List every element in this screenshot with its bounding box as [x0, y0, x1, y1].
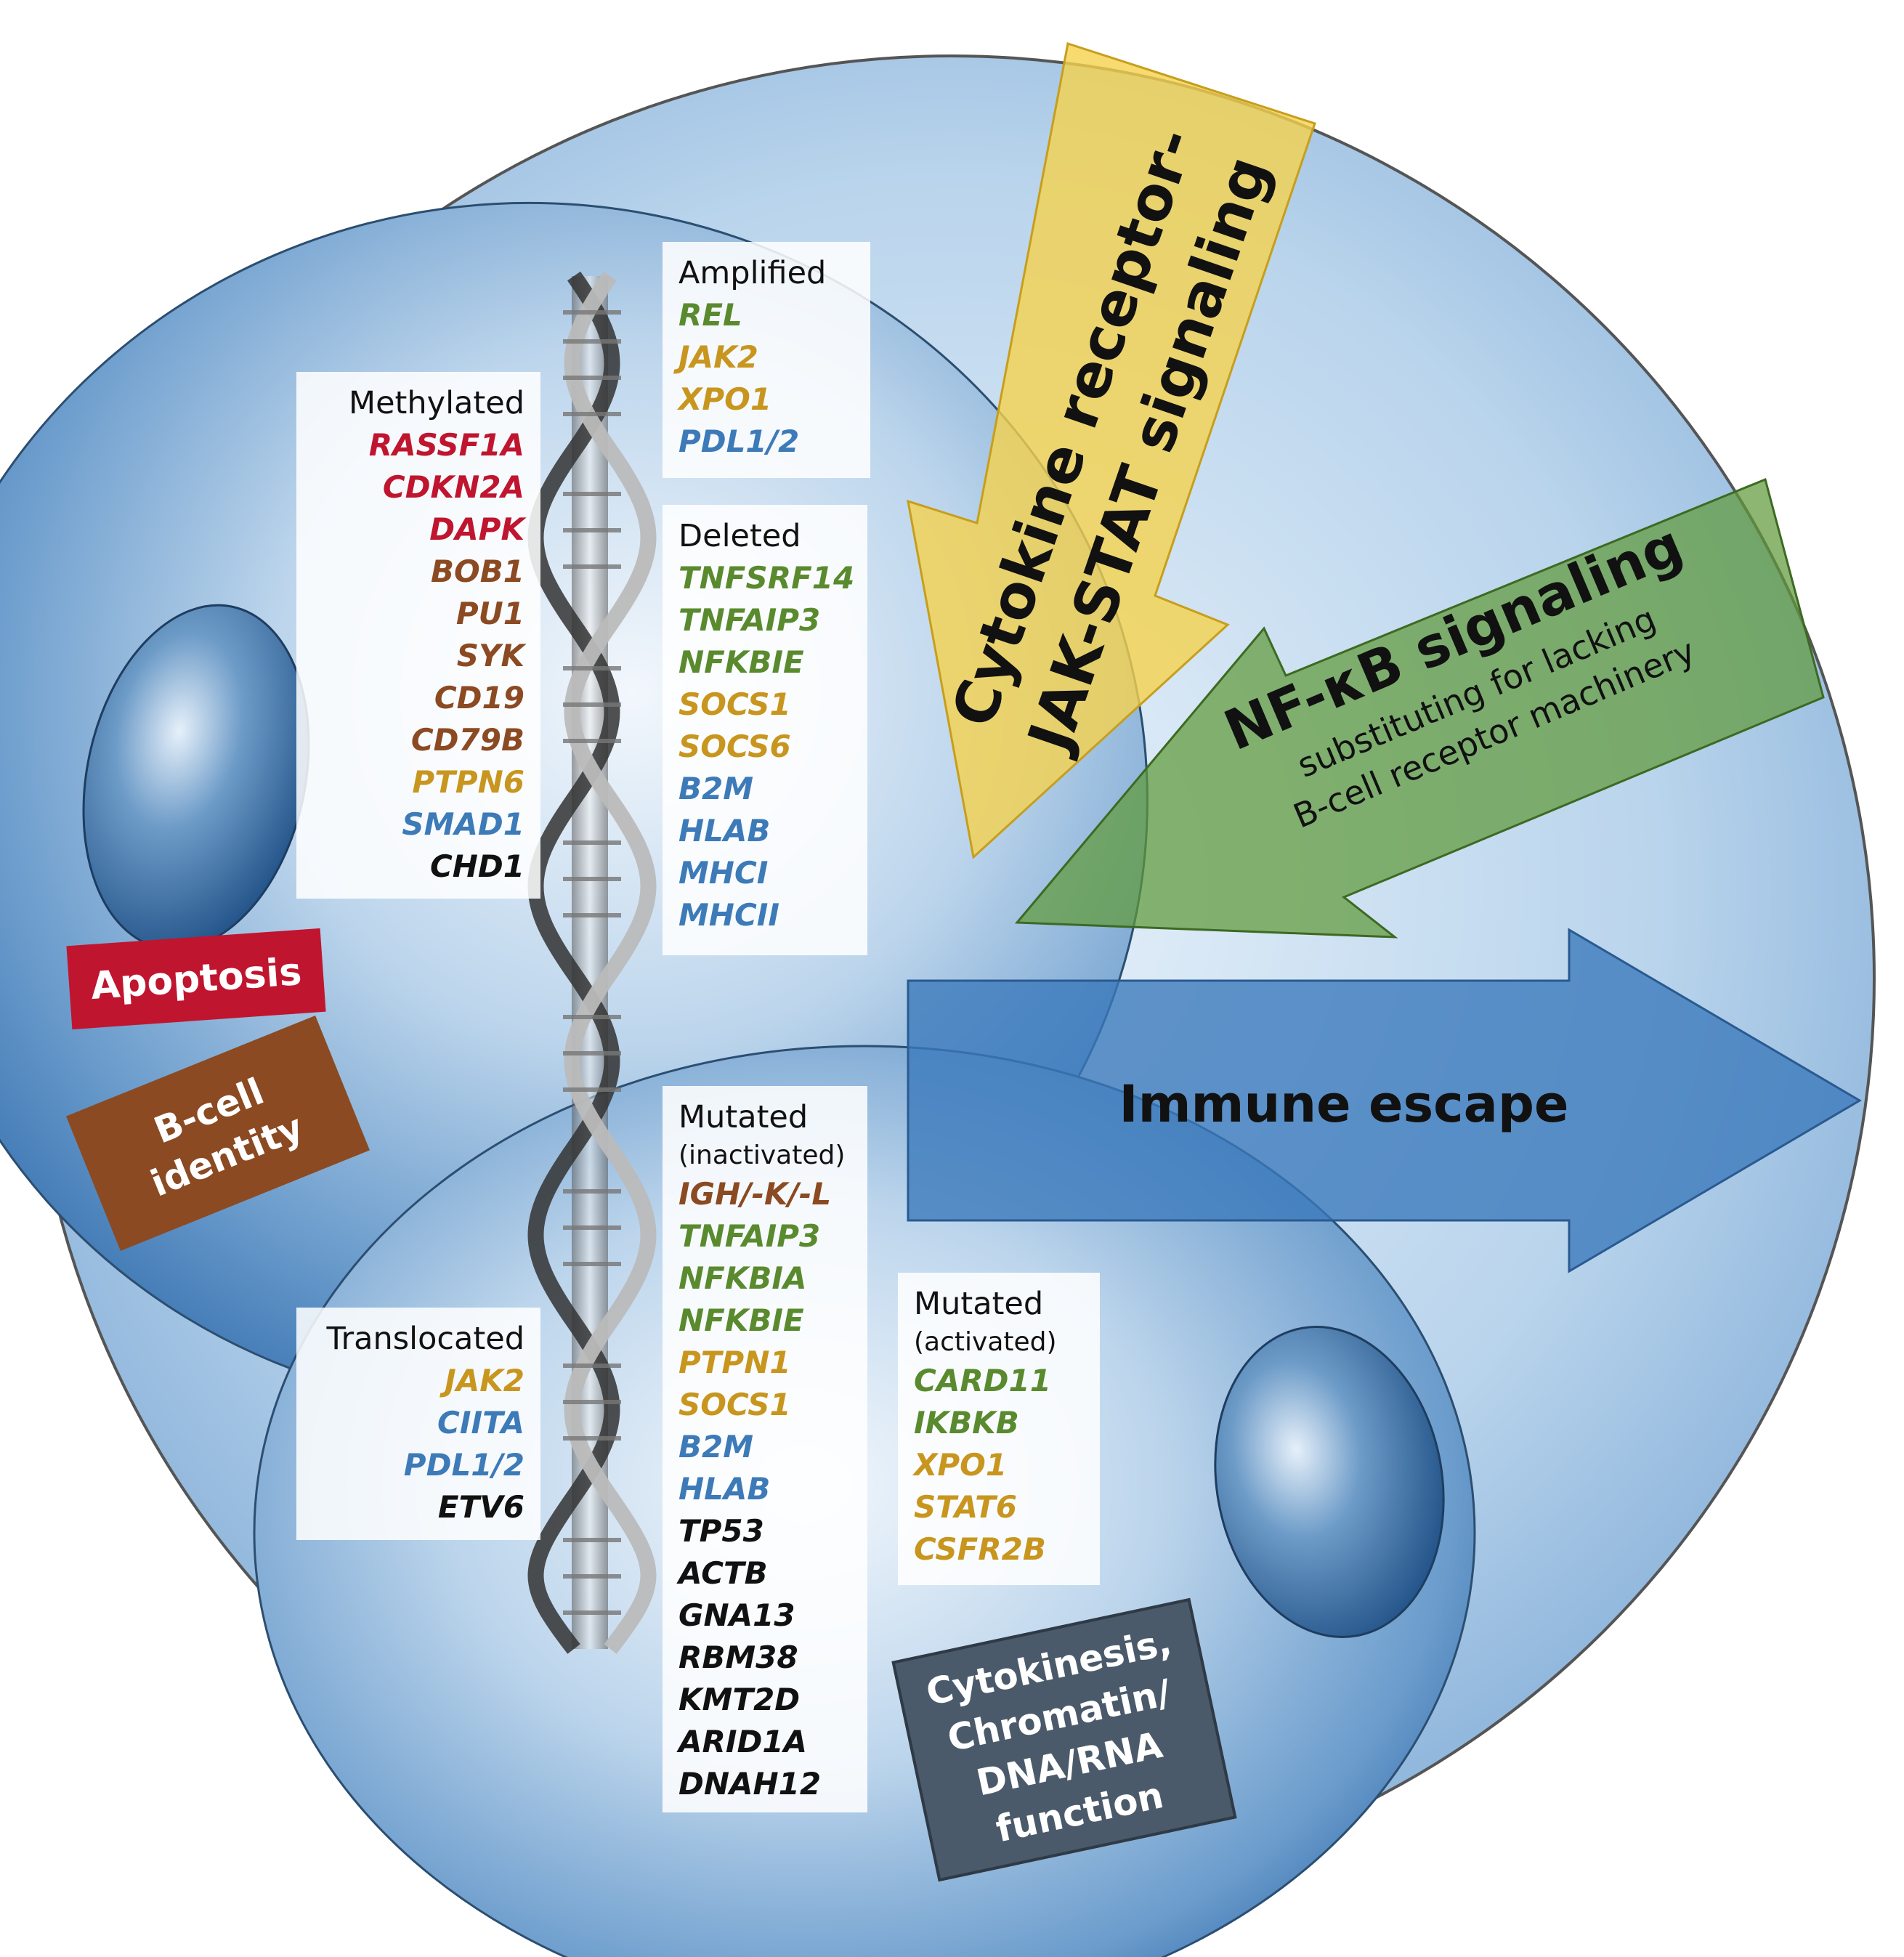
cytokine-arrow: [907, 42, 1316, 859]
gene-item: KMT2D: [678, 1682, 801, 1717]
gene-item: SYK: [456, 638, 524, 673]
gene-item: CDKN2A: [382, 469, 524, 505]
gene-item: JAK2: [445, 1363, 524, 1398]
gene-item: XPO1: [914, 1447, 1008, 1483]
gene-item: IKBKB: [914, 1405, 1019, 1441]
organelle-right: [1214, 1326, 1445, 1638]
gene-item: B2M: [678, 1429, 754, 1464]
immune-escape-label: Immune escape: [1119, 1074, 1569, 1134]
gene-item: STAT6: [914, 1489, 1017, 1525]
gene-item: SOCS6: [678, 729, 791, 764]
gene-item: DAPK: [429, 511, 524, 547]
gene-item: GNA13: [678, 1597, 795, 1633]
gene-item: REL: [678, 297, 742, 333]
gene-item: CARD11: [914, 1363, 1051, 1398]
gene-item: CHD1: [429, 848, 524, 884]
gene-item: TNFAIP3: [678, 602, 821, 638]
gene-item: NFKBIE: [678, 1302, 804, 1338]
gene-item: PDL1/2: [678, 424, 800, 459]
gene-item: ETV6: [437, 1489, 524, 1525]
gene-item: PDL1/2: [403, 1447, 524, 1483]
dna-helix: [527, 271, 657, 1654]
gene-item: JAK2: [678, 339, 758, 375]
gene-item: TNFSRF14: [678, 560, 855, 596]
mutated-inactivated-title: Mutated: [678, 1099, 809, 1135]
gene-item: ARID1A: [678, 1724, 808, 1759]
gene-item: RASSF1A: [368, 427, 524, 463]
gene-item: CD79B: [410, 722, 524, 758]
mutated-inactivated-subtitle: (inactivated): [678, 1140, 846, 1170]
gene-item: MHCII: [678, 897, 780, 933]
gene-item: RBM38: [678, 1640, 798, 1675]
deleted-title: Deleted: [678, 518, 801, 554]
gene-item: TP53: [678, 1513, 764, 1549]
gene-item: SOCS1: [678, 1387, 791, 1422]
gene-item: MHCI: [678, 855, 769, 891]
mutated-activated-title: Mutated: [914, 1286, 1044, 1322]
gene-item: HLAB: [678, 1471, 771, 1507]
gene-item: CIITA: [437, 1405, 524, 1441]
gene-item: PU1: [455, 596, 524, 631]
gene-item: XPO1: [678, 381, 772, 417]
gene-item: NFKBIA: [678, 1260, 807, 1296]
nfkb-arrow: [1014, 477, 1825, 939]
dna-base-pairs: [563, 310, 621, 1615]
translocated-title: Translocated: [326, 1321, 525, 1357]
gene-item: HLAB: [678, 813, 771, 848]
gene-item: SOCS1: [678, 686, 791, 722]
gene-item: B2M: [678, 771, 754, 806]
gene-item: PTPN6: [412, 764, 524, 800]
gene-item: CSFR2B: [914, 1531, 1046, 1567]
gene-item: IGH/-K/-L: [678, 1176, 832, 1212]
gene-item: PTPN1: [678, 1345, 791, 1380]
gene-item: TNFAIP3: [678, 1218, 821, 1254]
apoptosis-label: Apoptosis: [66, 928, 326, 1030]
gene-item: DNAH12: [678, 1766, 822, 1802]
gene-item: SMAD1: [402, 806, 524, 842]
gene-item: ACTB: [678, 1555, 768, 1591]
mutated-activated-subtitle: (activated): [914, 1327, 1057, 1357]
gene-item: NFKBIE: [678, 644, 804, 680]
gene-item: CD19: [434, 680, 524, 716]
immune-escape-arrow: [907, 928, 1862, 1273]
gene-item: BOB1: [431, 554, 524, 589]
methylated-title: Methylated: [348, 385, 524, 421]
amplified-title: Amplified: [678, 255, 827, 291]
